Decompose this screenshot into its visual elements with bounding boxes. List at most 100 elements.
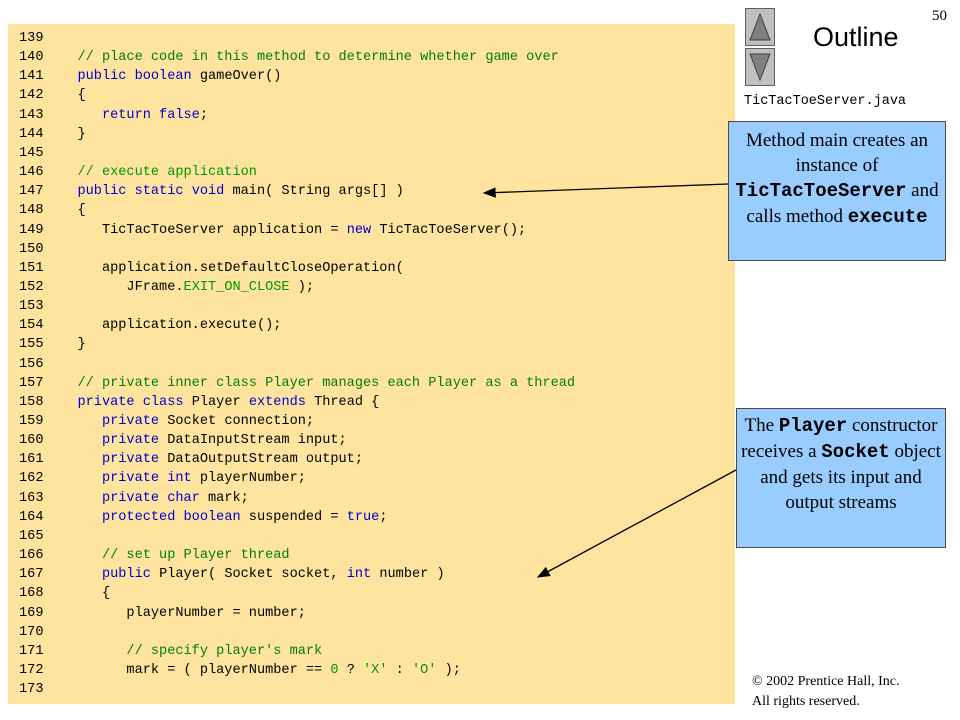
line-number: 168 bbox=[19, 586, 44, 602]
code-token: public bbox=[101, 567, 151, 583]
code-token: Player bbox=[183, 394, 249, 410]
code-token: playerNumber = number; bbox=[53, 605, 306, 621]
code-line: 173 bbox=[19, 680, 53, 699]
next-slide-button[interactable] bbox=[745, 48, 775, 86]
code-line: 146 // execute application bbox=[19, 163, 257, 182]
code-line: 155 } bbox=[19, 335, 86, 354]
code-token: gameOver() bbox=[191, 69, 282, 85]
copyright-line-2: All rights reserved. bbox=[752, 694, 860, 709]
code-token: suspended = bbox=[240, 509, 347, 525]
code-token: return false bbox=[101, 107, 200, 123]
copyright-line-1: © 2002 Prentice Hall, Inc. bbox=[752, 674, 900, 689]
code-token: protected boolean bbox=[101, 509, 241, 525]
code-token: private char bbox=[101, 490, 200, 506]
code-line: 170 bbox=[19, 623, 53, 642]
line-number: 142 bbox=[19, 88, 44, 104]
callout-text: Socket bbox=[821, 441, 890, 463]
code-line: 172 mark = ( playerNumber == 0 ? 'X' : '… bbox=[19, 661, 461, 680]
code-token: true bbox=[346, 509, 380, 525]
line-number: 149 bbox=[19, 222, 44, 238]
line-number: 143 bbox=[19, 107, 44, 123]
code-line: 141 public boolean gameOver() bbox=[19, 67, 281, 86]
callout-text: constructor receives a bbox=[741, 415, 938, 462]
slide-number: 50 bbox=[932, 8, 947, 24]
code-line: 139 bbox=[19, 29, 53, 48]
code-token: TicTacToeServer(); bbox=[371, 222, 527, 238]
line-number: 152 bbox=[19, 279, 44, 295]
code-line: 159 private Socket connection; bbox=[19, 412, 314, 431]
line-number: 171 bbox=[19, 643, 44, 659]
code-token: mark; bbox=[199, 490, 249, 506]
code-token: private int bbox=[101, 471, 192, 487]
file-name: TicTacToeServer.java bbox=[744, 94, 907, 109]
code-token: extends bbox=[248, 394, 306, 410]
code-token: private class bbox=[77, 394, 184, 410]
code-token: application.setDefaultCloseOperation( bbox=[53, 260, 404, 276]
code-line: 148 { bbox=[19, 201, 86, 220]
code-line: 171 // specify player's mark bbox=[19, 642, 322, 661]
line-number: 159 bbox=[19, 414, 44, 429]
line-number: 155 bbox=[19, 337, 44, 353]
code-token: number ) bbox=[371, 567, 445, 583]
code-line: 166 // set up Player thread bbox=[19, 546, 290, 565]
code-line: 153 bbox=[19, 297, 53, 316]
code-token: ; bbox=[199, 107, 209, 123]
code-line: 143 return false; bbox=[19, 106, 208, 125]
code-line: 157 // private inner class Player manage… bbox=[19, 374, 575, 393]
previous-slide-button[interactable] bbox=[745, 8, 775, 46]
code-token: } bbox=[53, 126, 86, 142]
outline-title[interactable]: Outline bbox=[813, 22, 899, 52]
callout-player-constructor: The Player constructor receives a Socket… bbox=[736, 408, 946, 548]
line-number: 163 bbox=[19, 490, 44, 506]
callout-text: TicTacToeServer bbox=[735, 180, 907, 202]
triangle-down-icon bbox=[749, 53, 771, 82]
code-token: new bbox=[346, 222, 372, 238]
code-line: 167 public Player( Socket socket, int nu… bbox=[19, 565, 445, 584]
callout-text: Player bbox=[778, 415, 848, 437]
callout-text: and calls method bbox=[746, 180, 939, 227]
code-line: 142 { bbox=[19, 86, 86, 105]
code-token: Player( Socket socket, bbox=[150, 567, 347, 583]
line-number: 150 bbox=[19, 241, 44, 257]
code-line: 160 private DataInputStream input; bbox=[19, 431, 347, 450]
line-number: 167 bbox=[19, 567, 44, 583]
line-number: 161 bbox=[19, 452, 44, 468]
arrow-to-player-constructor bbox=[536, 469, 737, 578]
line-number: 147 bbox=[19, 184, 44, 200]
code-token: private bbox=[101, 433, 160, 449]
code-line: 168 { bbox=[19, 584, 110, 603]
code-line: 151 application.setDefaultCloseOperation… bbox=[19, 259, 404, 278]
code-token: } bbox=[53, 337, 86, 353]
copyright: © 2002 Prentice Hall, Inc. All rights re… bbox=[752, 672, 900, 712]
code-line: 147 public static void main( String args… bbox=[19, 182, 404, 201]
line-number: 169 bbox=[19, 605, 44, 621]
code-token: TicTacToeServer application = bbox=[53, 222, 347, 238]
line-number: 156 bbox=[19, 356, 44, 372]
code-line: 150 bbox=[19, 240, 53, 259]
code-token: ); bbox=[436, 662, 461, 678]
line-number: 140 bbox=[19, 50, 44, 66]
code-token: 0 bbox=[330, 662, 339, 678]
code-token: 'O' bbox=[411, 662, 437, 678]
code-token: private bbox=[101, 452, 160, 468]
code-token: Socket connection; bbox=[159, 414, 315, 429]
line-number: 153 bbox=[19, 299, 44, 315]
code-token: // specify player's mark bbox=[53, 643, 323, 659]
code-token: ); bbox=[289, 279, 315, 295]
callout-text: The bbox=[744, 415, 779, 436]
code-line: 169 playerNumber = number; bbox=[19, 604, 306, 623]
code-token: // place code in this method to determin… bbox=[53, 50, 559, 66]
line-number: 158 bbox=[19, 394, 44, 410]
line-number: 144 bbox=[19, 126, 44, 142]
line-number: 151 bbox=[19, 260, 44, 276]
code-token: 'X' bbox=[363, 662, 388, 678]
code-token: public boolean bbox=[77, 69, 192, 85]
code-line: 149 TicTacToeServer application = new Ti… bbox=[19, 221, 526, 240]
code-line: 163 private char mark; bbox=[19, 489, 249, 508]
code-line: 140 // place code in this method to dete… bbox=[19, 48, 559, 67]
code-token: ; bbox=[379, 509, 388, 525]
line-number: 166 bbox=[19, 548, 44, 564]
line-number: 141 bbox=[19, 69, 44, 85]
